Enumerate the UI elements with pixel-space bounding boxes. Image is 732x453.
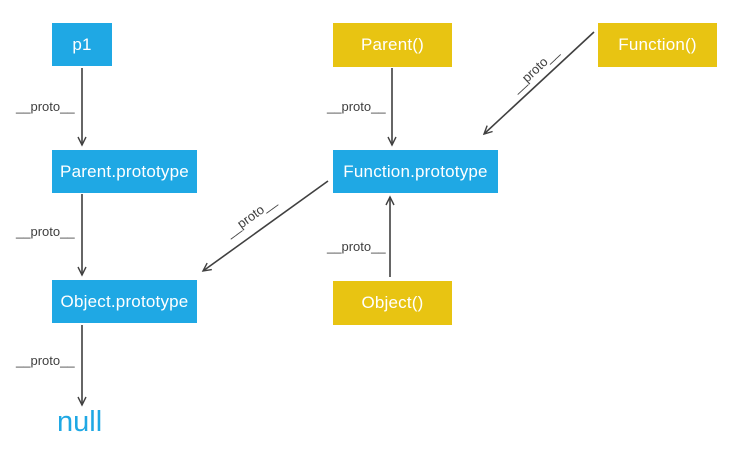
node-object-prototype: Object.prototype xyxy=(52,280,197,323)
edge-label-object-fn-proto: __proto__ xyxy=(327,239,386,254)
arrow-function-fn-to-function-prototype xyxy=(482,31,595,136)
edge-label-function-prototype-proto: __proto__ xyxy=(222,193,279,240)
node-parent-prototype: Parent.prototype xyxy=(52,150,197,193)
node-object-constructor: Object() xyxy=(333,281,452,325)
edge-label-parent-prototype-proto: __proto__ xyxy=(16,224,75,239)
node-function-constructor-label: Function() xyxy=(618,35,697,54)
node-object-prototype-label: Object.prototype xyxy=(60,291,189,311)
edge-label-function-fn-proto: __proto__ xyxy=(508,44,562,96)
node-function-prototype: Function.prototype xyxy=(333,150,498,193)
edge-label-object-prototype-proto: __proto__ xyxy=(16,353,75,368)
node-function-constructor: Function() xyxy=(598,23,717,67)
node-parent-prototype-label: Parent.prototype xyxy=(60,161,189,181)
edge-label-parent-fn-proto: __proto__ xyxy=(327,99,386,114)
null-terminal-label: null xyxy=(57,406,103,438)
node-p1: p1 xyxy=(52,23,112,66)
node-object-constructor-label: Object() xyxy=(361,293,424,312)
node-parent-constructor: Parent() xyxy=(333,23,452,67)
node-p1-label: p1 xyxy=(72,34,92,54)
arrow-function-prototype-to-object-prototype xyxy=(201,180,329,272)
node-parent-constructor-label: Parent() xyxy=(360,35,424,54)
node-function-prototype-label: Function.prototype xyxy=(343,161,488,181)
edge-label-p1-proto: __proto__ xyxy=(16,99,75,114)
